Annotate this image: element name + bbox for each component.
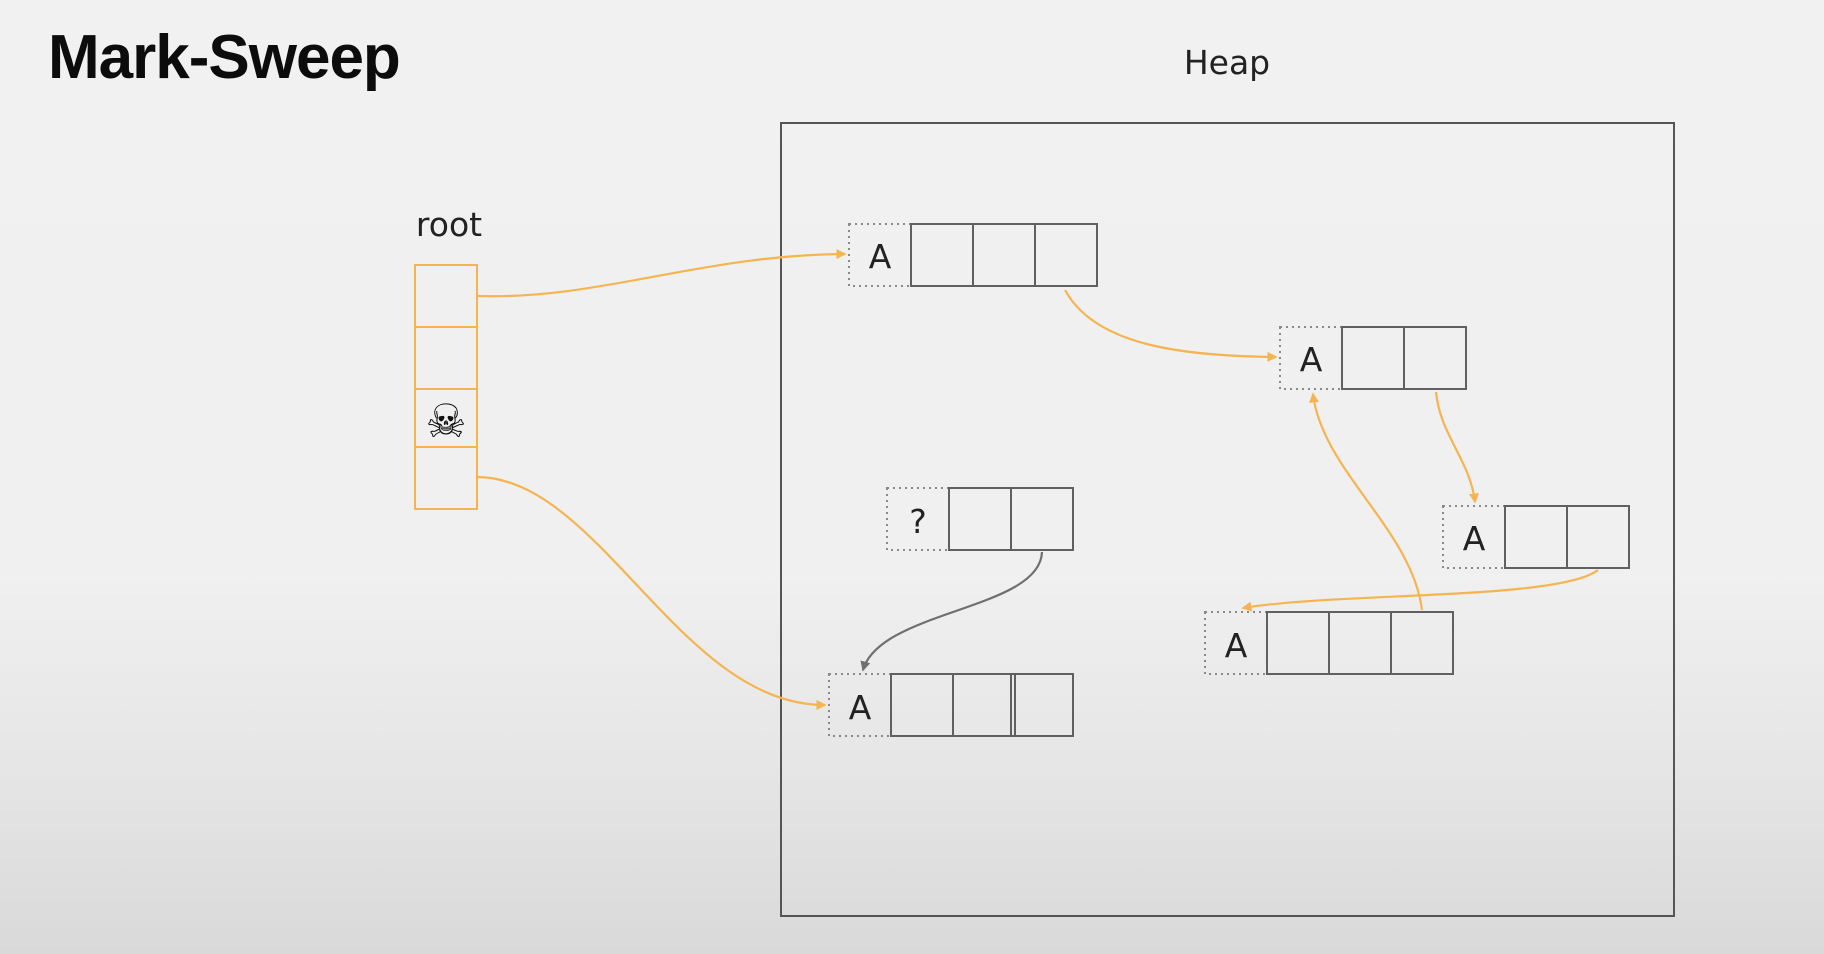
heap-object-unreachable: ? bbox=[886, 487, 1074, 551]
heap-object: A bbox=[848, 223, 1098, 287]
object-header-mark: ? bbox=[909, 502, 927, 541]
object-header bbox=[848, 223, 912, 287]
object-header bbox=[1442, 505, 1506, 569]
heap-object: A bbox=[1204, 611, 1454, 675]
root-slot bbox=[414, 446, 478, 510]
reference-arrow-marked bbox=[1434, 391, 1479, 504]
heap-object: A bbox=[1279, 326, 1467, 390]
object-header-mark: A bbox=[869, 237, 892, 276]
object-field bbox=[1341, 326, 1405, 390]
object-header bbox=[886, 487, 950, 551]
reference-arrow-marked bbox=[1241, 569, 1599, 612]
skull-crossbones-icon: ☠ bbox=[425, 394, 466, 448]
object-header-mark: A bbox=[1225, 626, 1248, 665]
heap-object: A bbox=[1442, 505, 1630, 569]
object-field bbox=[910, 223, 974, 287]
reference-arrow-marked bbox=[1064, 289, 1278, 362]
heap-frame bbox=[780, 122, 1675, 917]
root-slot bbox=[414, 264, 478, 328]
object-field bbox=[972, 223, 1036, 287]
object-field bbox=[952, 673, 1016, 737]
root-set: ☠ bbox=[414, 264, 478, 510]
object-header bbox=[828, 673, 892, 737]
references bbox=[476, 249, 1599, 710]
root-label: root bbox=[416, 205, 482, 244]
reference-arrow-marked bbox=[1309, 392, 1424, 611]
root-slot bbox=[414, 326, 478, 390]
object-field bbox=[890, 673, 954, 737]
object-header bbox=[1204, 611, 1268, 675]
object-header bbox=[1279, 326, 1343, 390]
object-field bbox=[1010, 673, 1074, 737]
object-header-mark: A bbox=[1463, 519, 1486, 558]
object-field bbox=[1504, 505, 1568, 569]
object-field bbox=[1390, 611, 1454, 675]
heap-label: Heap bbox=[1184, 43, 1270, 82]
object-field bbox=[948, 487, 1012, 551]
object-field bbox=[1566, 505, 1630, 569]
object-field bbox=[1010, 487, 1074, 551]
reference-arrow-marked bbox=[476, 249, 847, 298]
object-field bbox=[1266, 611, 1330, 675]
reference-arrow-unmarked bbox=[860, 551, 1044, 672]
object-header-mark: A bbox=[1300, 340, 1323, 379]
object-field bbox=[1328, 611, 1392, 675]
object-field bbox=[1034, 223, 1098, 287]
reference-arrow-marked bbox=[476, 475, 827, 710]
object-header-mark: A bbox=[849, 688, 872, 727]
object-field bbox=[1403, 326, 1467, 390]
heap-object: A bbox=[828, 673, 1074, 737]
slide-title: Mark-Sweep bbox=[48, 23, 401, 92]
